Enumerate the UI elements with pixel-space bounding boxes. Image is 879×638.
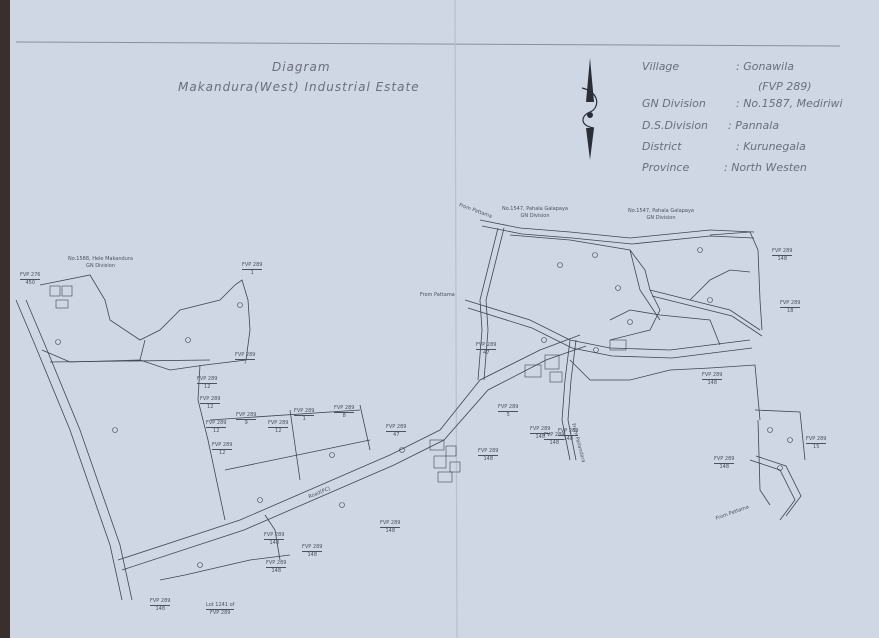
village-label: Village (642, 60, 680, 73)
gn-label: GN Division (642, 97, 706, 110)
fold-line (454, 0, 458, 638)
village-value: : Gonawila (736, 60, 795, 73)
left-road (15, 299, 133, 601)
ds-label: D.S.Division (642, 119, 709, 132)
connector-roads (464, 227, 763, 461)
district-label: District (642, 140, 682, 153)
main-road (117, 334, 587, 571)
survey-points (55, 247, 793, 568)
right-spur-road (749, 455, 802, 521)
from-pattama-label-2: From Pattama (420, 292, 455, 298)
right-parcels (509, 231, 806, 506)
estate-title: Makandura(West) Industrial Estate (178, 80, 420, 94)
left-parcels (39, 274, 371, 581)
diagram-heading: Diagram (272, 60, 331, 74)
ds-value: : Pannala (728, 119, 780, 132)
fvp-value: (FVP 289) (758, 80, 812, 93)
corner-blocks (49, 285, 73, 309)
district-value: : Kurunegala (736, 140, 806, 153)
north-arrow-icon (581, 58, 598, 160)
province-value: : North Westen (724, 161, 807, 174)
building-cluster (429, 339, 627, 483)
map-drawing (15, 0, 841, 638)
province-label: Province (642, 161, 690, 174)
map-sheet: Diagram Makandura(West) Industrial Estat… (10, 0, 879, 638)
gn-value: : No.1587, Mediriwi (736, 97, 843, 110)
north-road (479, 219, 755, 245)
sheet-border-line (15, 41, 841, 47)
